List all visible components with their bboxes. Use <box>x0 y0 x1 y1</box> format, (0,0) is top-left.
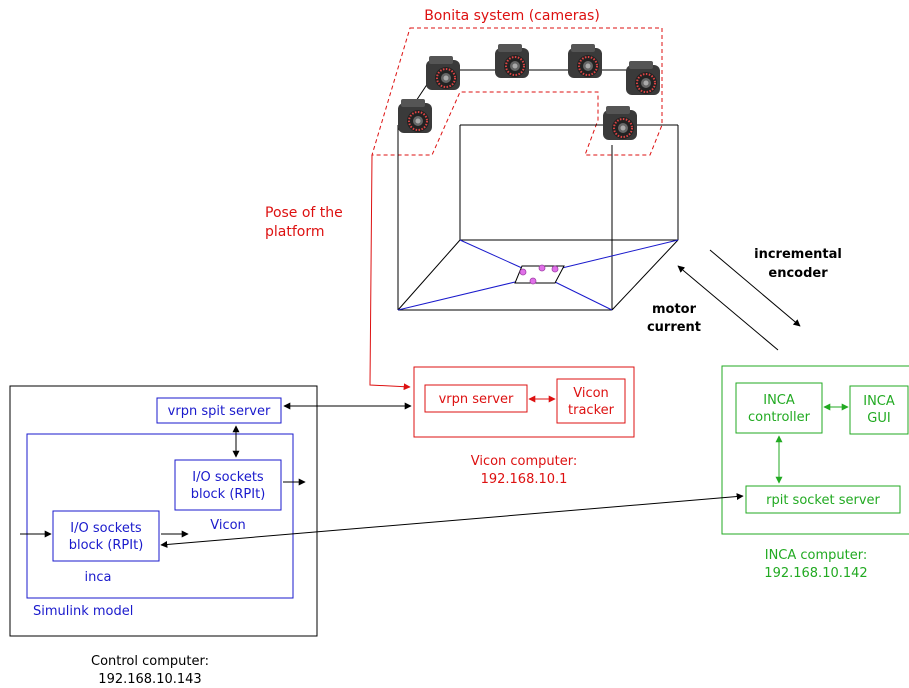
control-computer-caption-line1: Control computer: <box>91 654 209 669</box>
vrpn-server-box <box>424 384 528 413</box>
inca-controller-line1: INCA <box>763 393 795 408</box>
camera-icon-4 <box>567 43 603 79</box>
camera-zone-outline <box>371 27 663 156</box>
inca-computer: INCA controller INCA GUI rpit socket ser… <box>721 365 909 581</box>
vicon-io-block-line2: block (RPIt) <box>191 487 266 502</box>
inca-io-block <box>52 510 160 562</box>
motor-signals: incremental encoder motor current <box>647 247 842 351</box>
control-computer-caption-line2: 192.168.10.143 <box>98 672 201 687</box>
bonita-title: Bonita system (cameras) <box>424 8 600 24</box>
vicon-computer-caption-line2: 192.168.10.1 <box>481 472 568 487</box>
inca-computer-caption-line1: INCA computer: <box>765 548 868 563</box>
rpit-socket-server-label: rpit socket server <box>766 493 880 508</box>
vicon-computer-caption-line1: Vicon computer: <box>471 454 578 469</box>
camera-icon-6 <box>602 105 638 141</box>
vicon-computer-box <box>413 366 635 438</box>
platform-tethers <box>397 239 679 311</box>
vrpn-spit-server-box <box>156 397 282 424</box>
inca-socket-network-link <box>160 493 744 548</box>
inca-io-block-line1: I/O sockets <box>70 521 142 536</box>
encoder-label-line1: incremental <box>754 247 842 262</box>
simulink-model-box <box>26 433 294 599</box>
motor-label-line1: motor <box>652 302 697 317</box>
camera-icon-2 <box>397 98 433 134</box>
platform-markers <box>519 264 559 285</box>
control-computer: vrpn spit server I/O sockets block (RPIt… <box>9 385 318 687</box>
inca-gui-line2: GUI <box>867 411 890 426</box>
inca-block-caption: inca <box>85 570 112 585</box>
inca-gui-line1: INCA <box>863 394 895 409</box>
pose-arrow <box>369 154 411 391</box>
inca-controller-line2: controller <box>748 410 811 425</box>
camera-icon-5 <box>625 60 661 96</box>
vrpn-spit-server-label: vrpn spit server <box>168 404 271 419</box>
inca-io-block-line2: block (RPIt) <box>69 538 144 553</box>
motor-label-line2: current <box>647 320 701 335</box>
camera-icon-1 <box>425 55 461 91</box>
moving-platform <box>514 265 565 284</box>
bonita-system: Bonita system (cameras) <box>371 8 679 311</box>
rpit-socket-server-box <box>745 485 901 514</box>
pose-label-line1: Pose of the <box>265 205 343 221</box>
vicon-block-caption: Vicon <box>210 518 246 533</box>
vicon-computer: vrpn server Vicon tracker Vicon computer… <box>413 366 635 487</box>
encoder-arrow <box>709 249 801 327</box>
vicon-tracker-line2: tracker <box>568 403 615 418</box>
inca-computer-caption-line2: 192.168.10.142 <box>764 566 867 581</box>
simulink-model-label: Simulink model <box>33 604 133 619</box>
camera-icon-3 <box>494 43 530 79</box>
vicon-tracker-box <box>556 378 626 424</box>
vrpn-server-label: vrpn server <box>439 392 514 407</box>
vicon-io-block-line1: I/O sockets <box>192 470 264 485</box>
motor-current-arrow <box>677 265 779 351</box>
pose-link: Pose of the platform <box>265 154 411 391</box>
vicon-tracker-line1: Vicon <box>573 386 609 401</box>
vicon-io-block <box>174 459 282 511</box>
inca-gui-box <box>849 385 909 435</box>
inca-controller-box <box>735 382 823 434</box>
pose-label-line2: platform <box>265 224 325 240</box>
encoder-label-line2: encoder <box>768 266 828 281</box>
inca-computer-box <box>721 365 909 535</box>
